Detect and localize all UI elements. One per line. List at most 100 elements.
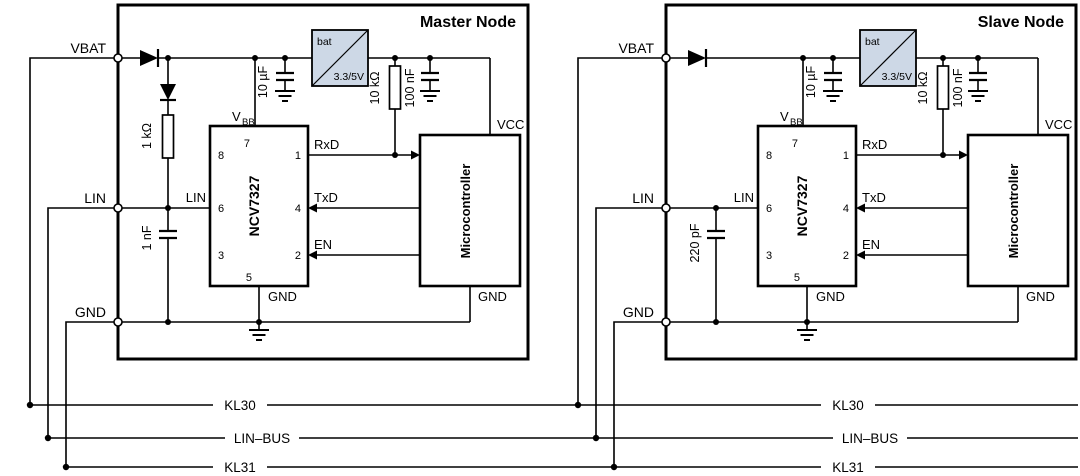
regulator-diagonal (859, 29, 917, 87)
voltage-regulator: bat 3.3/5V (311, 29, 369, 87)
pin-number-6: 6 (218, 203, 224, 215)
pin-number-8: 8 (766, 150, 772, 162)
node-box (116, 3, 530, 361)
pullup-resistor-value: 1 kΩ (140, 123, 154, 149)
gnd-terminal (661, 317, 671, 327)
rxd-arrowhead (959, 150, 968, 160)
en-arrowhead (308, 250, 317, 260)
lin-capacitor-symbol (157, 229, 179, 240)
rxd-pullup-resistor-value: 10 kΩ (916, 72, 930, 105)
vbat-terminal-label: VBAT (618, 40, 654, 56)
en-signal-label: EN (314, 237, 332, 252)
kl30-label-right: KL30 (832, 398, 864, 413)
regulator-output-label: 3.3/5V (334, 71, 364, 83)
transceiver-gnd-label: GND (268, 289, 297, 304)
vbat-to-kl30-wire (577, 57, 666, 405)
ground-icon (419, 90, 441, 102)
pin-number-7: 7 (244, 138, 250, 150)
txd-signal-label: TxD (314, 190, 338, 205)
rxd-signal-label: RxD (314, 137, 339, 152)
pin-number-4: 4 (843, 203, 849, 215)
vbb-capacitor-symbol (822, 71, 844, 82)
vbat-to-kl30-wire (29, 57, 118, 405)
vcc-capacitor-value: 100 nF (951, 68, 965, 107)
mcu-vcc-label: VCC (1045, 117, 1072, 132)
label-backplate (821, 396, 875, 413)
kl31-label-left: KL31 (224, 460, 256, 475)
vcc-capacitor-value: 100 nF (403, 68, 417, 107)
gnd-terminal-label: GND (623, 304, 654, 320)
en-signal-label: EN (862, 237, 880, 252)
regulator-output-label: 3.3/5V (882, 71, 912, 83)
gnd-terminal (113, 317, 123, 327)
vbb-net-subscript: BB (242, 117, 255, 128)
label-backplate (833, 429, 907, 446)
txd-signal-label: TxD (862, 190, 886, 205)
slave-node: Slave Node (577, 3, 1078, 467)
vbb-net-label: V (232, 109, 241, 124)
gnd-to-kl31-wire (613, 321, 666, 467)
lin-pin-label: LIN (734, 190, 754, 205)
pin-number-4: 4 (295, 203, 301, 215)
lin-terminal (661, 203, 671, 213)
lin-capacitor-value: 220 pF (688, 223, 702, 262)
master-node: Master Node (29, 3, 530, 467)
lin-bus-label-right: LIN–BUS (842, 431, 898, 446)
lin-capacitor-value: 1 nF (140, 225, 154, 250)
kl30-label-left: KL30 (224, 398, 256, 413)
kl31-label-right: KL31 (832, 460, 864, 475)
pin-number-2: 2 (843, 250, 849, 262)
ground-icon (796, 329, 818, 341)
node-title: Master Node (420, 14, 516, 31)
node-box (664, 3, 1078, 361)
pin-number-5: 5 (246, 272, 252, 284)
regulator-input-label: bat (865, 36, 880, 48)
regulator-input-label: bat (317, 36, 332, 48)
mcu-gnd-label: GND (478, 289, 507, 304)
label-backplate (225, 429, 299, 446)
lin-terminal-label: LIN (632, 190, 654, 206)
lin-pin-label: LIN (186, 190, 206, 205)
pin-number-1: 1 (295, 150, 301, 162)
vbb-capacitor-symbol (274, 71, 296, 82)
slave-junction-dots (713, 55, 981, 325)
rxd-pullup-resistor-value: 10 kΩ (368, 72, 382, 105)
txd-arrowhead (856, 203, 865, 213)
slave-external-wires (577, 57, 666, 467)
pin-number-5: 5 (794, 272, 800, 284)
transceiver-name: NCV7327 (246, 175, 262, 236)
vbb-net-label: V (780, 109, 789, 124)
pin-number-6: 6 (766, 203, 772, 215)
ground-icon (822, 90, 844, 102)
mcu-gnd-label: GND (1026, 289, 1055, 304)
lin-capacitor-symbol (705, 229, 727, 240)
label-backplate (821, 458, 875, 475)
gnd-terminal-label: GND (75, 304, 106, 320)
vcc-capacitor-symbol (967, 71, 989, 82)
en-arrowhead (856, 250, 865, 260)
regulator-diagonal (311, 29, 369, 87)
pin-number-8: 8 (218, 150, 224, 162)
pin-number-7: 7 (792, 138, 798, 150)
vbb-capacitor-value: 10 µF (256, 66, 270, 99)
master-internal-wires (118, 57, 491, 330)
voltage-regulator: bat 3.3/5V (859, 29, 917, 87)
microcontroller-block (418, 133, 522, 288)
vbat-terminal-label: VBAT (70, 40, 106, 56)
ground-icon (248, 329, 270, 341)
ground-icon (274, 90, 296, 102)
master-junction-dots (165, 55, 433, 325)
txd-arrowhead (308, 203, 317, 213)
pullup-diode-symbol (160, 84, 176, 102)
transceiver-gnd-label: GND (816, 289, 845, 304)
bus-section: KL30 KL30 LIN–BUS LIN–BUS KL31 KL31 (26, 396, 1078, 475)
microcontroller-name: Microcontroller (458, 164, 473, 259)
lin-terminal (113, 203, 123, 213)
microcontroller-name: Microcontroller (1006, 164, 1021, 259)
transceiver-chip (208, 124, 310, 288)
rxd-pullup-resistor-symbol (388, 65, 402, 110)
node-title: Slave Node (978, 14, 1064, 31)
rxd-signal-label: RxD (862, 137, 887, 152)
